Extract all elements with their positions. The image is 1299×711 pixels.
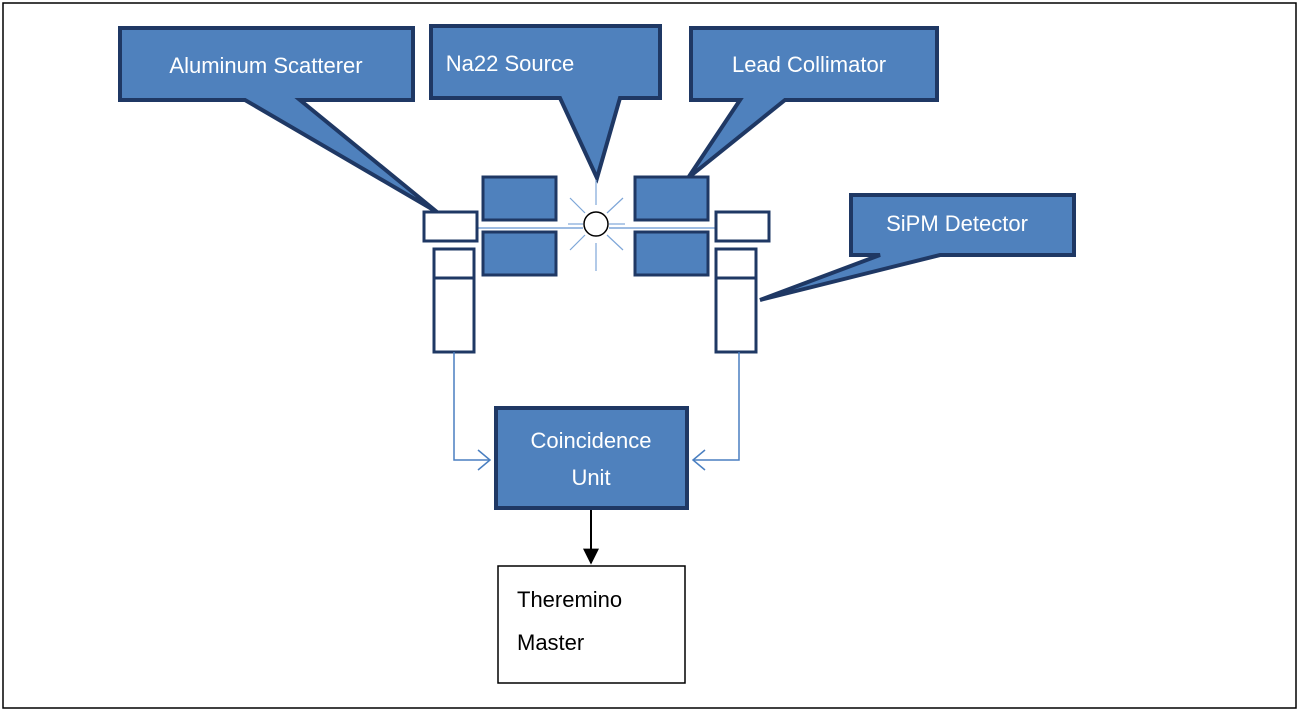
aluminum-scatterer-label: Aluminum Scatterer [169, 53, 362, 78]
callout-sipm-detector: SiPM Detector [759, 193, 1076, 302]
theremino-master-label-line2: Master [517, 630, 584, 655]
callout-na22-source: Na22 Source [429, 24, 662, 184]
callout-aluminum-scatterer: Aluminum Scatterer [118, 26, 439, 214]
aluminum-scatterer-right [714, 210, 771, 243]
signal-line-left [453, 352, 492, 471]
lead-collimator-left [481, 175, 558, 277]
sipm-detector-left [432, 247, 476, 354]
coincidence-unit-label-line2: Unit [571, 465, 610, 490]
na22-source-circle [583, 211, 609, 237]
sipm-detector-right [714, 247, 758, 354]
coincidence-unit: Coincidence Unit [494, 406, 689, 510]
source-rays [568, 180, 625, 271]
aluminum-scatterer [422, 210, 479, 243]
lead-collimator-right [633, 175, 710, 277]
callout-lead-collimator: Lead Collimator [686, 26, 939, 180]
theremino-master-label-line1: Theremino [517, 587, 622, 612]
coincidence-unit-label-line1: Coincidence [530, 428, 651, 453]
sipm-detector-label: SiPM Detector [886, 211, 1028, 236]
signal-line-right [691, 352, 740, 471]
lead-collimator-label: Lead Collimator [732, 52, 886, 77]
na22-source-label: Na22 Source [446, 51, 574, 76]
theremino-master: Theremino Master [497, 565, 686, 684]
